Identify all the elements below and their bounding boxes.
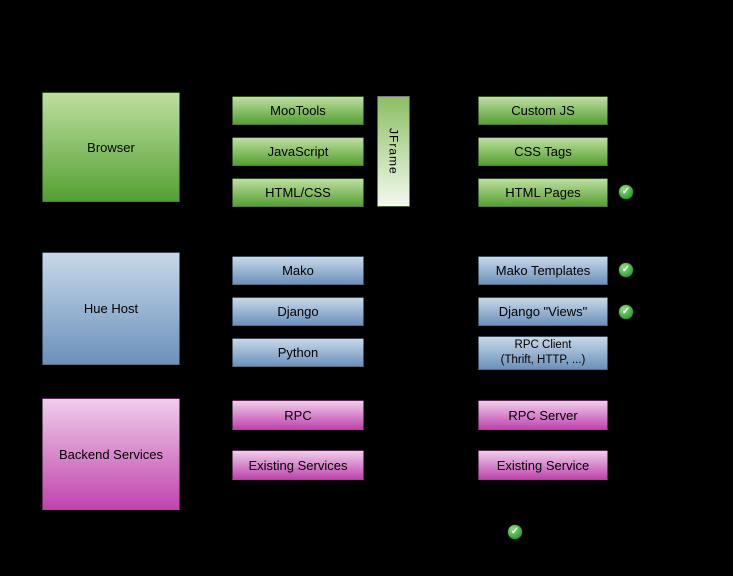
box-html-pages: HTML Pages xyxy=(478,178,608,207)
box-label: RPC xyxy=(284,407,312,423)
check-icon: ✓ xyxy=(619,185,633,199)
box-label: RPC Server xyxy=(508,407,578,423)
box-label: RPC Client xyxy=(514,339,572,352)
check-icon: ✓ xyxy=(508,525,522,539)
box-label: CSS Tags xyxy=(514,144,572,159)
box-javascript: JavaScript xyxy=(232,137,364,166)
check-icon: ✓ xyxy=(619,305,633,319)
box-jframe: JFrame xyxy=(377,96,410,207)
box-label: JavaScript xyxy=(267,144,329,159)
box-rpc-client: RPC Client (Thrift, HTTP, ...) xyxy=(478,336,608,370)
box-label: (Thrift, HTTP, ...) xyxy=(500,354,586,366)
box-label: Backend Services xyxy=(58,446,164,462)
box-label: Existing Service xyxy=(496,457,590,473)
box-label: Django xyxy=(277,304,319,319)
box-label: Mako xyxy=(282,263,314,278)
box-label: Existing Services xyxy=(248,457,348,473)
box-label: Mako Templates xyxy=(495,263,591,278)
box-python: Python xyxy=(232,338,364,367)
box-rpc: RPC xyxy=(232,400,364,430)
box-label: Custom JS xyxy=(511,103,575,118)
box-label: Django "Views" xyxy=(498,304,588,319)
box-rpc-server: RPC Server xyxy=(478,400,608,430)
box-custom-js: Custom JS xyxy=(478,96,608,125)
box-label: Browser xyxy=(87,139,135,155)
box-django: Django xyxy=(232,297,364,326)
box-label: HTML/CSS xyxy=(265,185,331,200)
check-icon: ✓ xyxy=(619,263,633,277)
box-existing-services: Existing Services xyxy=(232,450,364,480)
box-existing-service: Existing Service xyxy=(478,450,608,480)
box-label: MooTools xyxy=(270,103,326,118)
box-label: HTML Pages xyxy=(505,185,581,200)
box-mako: Mako xyxy=(232,256,364,285)
box-label: JFrame xyxy=(386,128,401,175)
box-mako-templates: Mako Templates xyxy=(478,256,608,285)
box-label: Python xyxy=(277,345,319,360)
box-browser: Browser xyxy=(42,92,180,202)
box-mootools: MooTools xyxy=(232,96,364,125)
box-backend-services: Backend Services xyxy=(42,398,180,510)
box-html-css: HTML/CSS xyxy=(232,178,364,207)
box-django-views: Django "Views" xyxy=(478,297,608,326)
box-css-tags: CSS Tags xyxy=(478,137,608,166)
box-hue-host: Hue Host xyxy=(42,252,180,365)
box-label: Hue Host xyxy=(83,301,139,316)
